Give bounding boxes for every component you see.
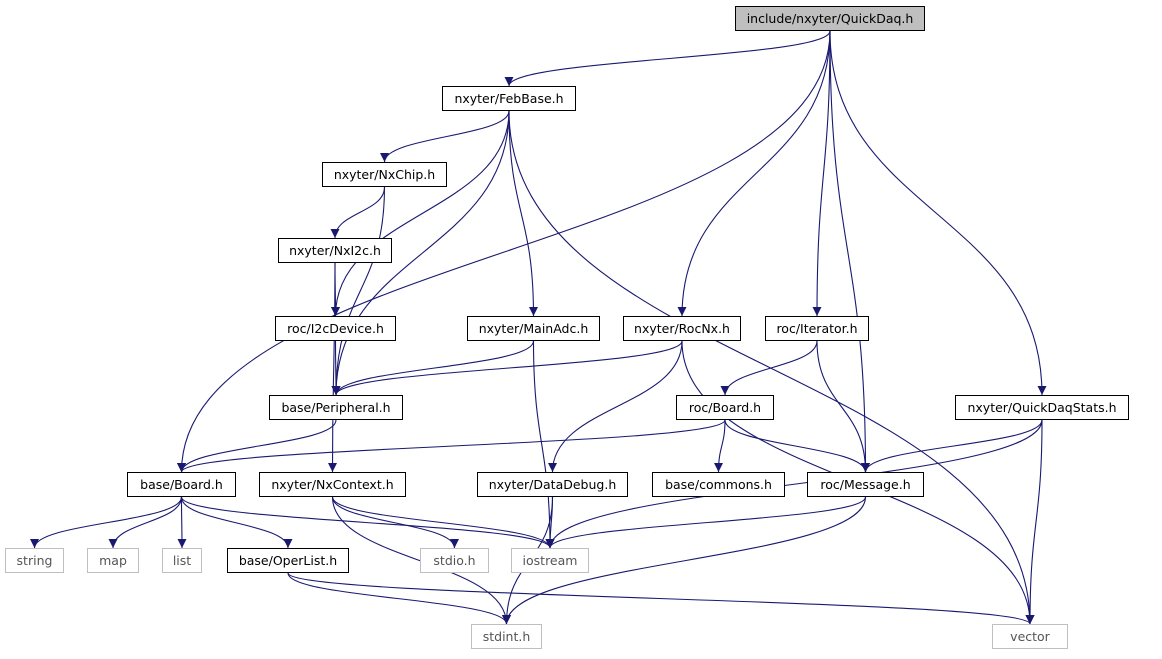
edge-rocnx-to-peripheral [331, 340, 683, 396]
edge-iterator-to-message [816, 340, 870, 473]
edge-peripheral-to-baseboard [177, 419, 337, 473]
node-stdio[interactable]: stdio.h [420, 548, 489, 573]
edge-quickdaq-to-iterator [812, 30, 831, 317]
edge-quickdaq-to-rocnx [677, 30, 831, 317]
edge-operlist-to-vector [287, 572, 1035, 625]
edge-i2cdevice-to-peripheral [331, 340, 341, 396]
node-nxi2c[interactable]: nxyter/NxI2c.h [278, 238, 392, 263]
edge-febbase-to-i2cdevice [331, 110, 510, 317]
node-rocnx[interactable]: nxyter/RocNx.h [623, 316, 741, 341]
edge-rocboard-to-baseboard [177, 419, 726, 473]
edge-rocboard-to-commons [714, 419, 726, 473]
node-commons[interactable]: base/commons.h [652, 472, 785, 497]
edge-iterator-to-rocboard [720, 340, 818, 396]
node-nxcontext[interactable]: nxyter/NxContext.h [259, 472, 406, 497]
edge-quickdaqstats-to-iostream [545, 419, 1043, 549]
edge-febbase-to-peripheral [331, 110, 510, 396]
edge-operlist-to-stdint [287, 572, 511, 625]
edges-layer [30, 30, 1047, 625]
edge-rocboard-to-message [724, 419, 870, 473]
edge-baseboard-to-map [108, 496, 183, 549]
node-string[interactable]: string [5, 548, 64, 573]
node-list[interactable]: list [162, 548, 202, 573]
edge-baseboard-to-operlist [180, 496, 293, 549]
edge-nxi2c-to-nxcontext [328, 262, 338, 473]
node-operlist[interactable]: base/OperList.h [227, 548, 349, 573]
edge-nxcontext-to-stdio [331, 496, 459, 549]
edge-message-to-stdint [502, 496, 867, 625]
node-map[interactable]: map [87, 548, 139, 573]
edge-mainadc-to-iostream [532, 340, 555, 549]
edge-nxchip-to-peripheral [331, 186, 386, 396]
edge-quickdaqstats-to-message [861, 419, 1043, 473]
edge-baseboard-to-list [177, 496, 187, 549]
node-message[interactable]: roc/Message.h [807, 472, 924, 497]
node-stdint[interactable]: stdint.h [471, 624, 542, 649]
edge-nxcontext-to-stdint [331, 496, 511, 625]
edge-febbase-to-nxchip [380, 110, 510, 163]
node-quickdaq[interactable]: include/nxyter/QuickDaq.h [735, 6, 925, 31]
edge-quickdaqstats-to-vector [1025, 419, 1043, 625]
node-baseboard[interactable]: base/Board.h [127, 472, 236, 497]
edge-quickdaq-to-quickdaqstats [829, 30, 1047, 396]
edge-nxchip-to-nxi2c [330, 186, 386, 239]
node-rocboard[interactable]: roc/Board.h [676, 395, 774, 420]
node-iostream[interactable]: iostream [511, 548, 589, 573]
edge-quickdaq-to-baseboard [177, 30, 831, 473]
node-mainadc[interactable]: nxyter/MainAdc.h [467, 316, 600, 341]
node-i2cdevice[interactable]: roc/I2cDevice.h [275, 316, 396, 341]
edge-baseboard-to-iostream [180, 496, 555, 549]
node-iterator[interactable]: roc/Iterator.h [765, 316, 869, 341]
edge-rocnx-to-datadebug [548, 340, 683, 473]
node-peripheral[interactable]: base/Peripheral.h [269, 395, 403, 420]
node-vector[interactable]: vector [992, 624, 1068, 649]
edge-febbase-to-vector [508, 110, 1035, 625]
edge-quickdaq-to-febbase [504, 30, 831, 87]
edge-mainadc-to-peripheral [331, 340, 535, 396]
node-nxchip[interactable]: nxyter/NxChip.h [322, 162, 447, 187]
edge-baseboard-to-string [30, 496, 183, 549]
edge-nxcontext-to-iostream [331, 496, 555, 549]
node-datadebug[interactable]: nxyter/DataDebug.h [477, 472, 628, 497]
node-febbase[interactable]: nxyter/FebBase.h [442, 86, 576, 111]
edge-message-to-iostream [545, 496, 867, 549]
edge-quickdaq-to-message [829, 30, 870, 473]
node-quickdaqstats[interactable]: nxyter/QuickDaqStats.h [955, 395, 1129, 420]
edge-febbase-to-mainadc [508, 110, 538, 317]
